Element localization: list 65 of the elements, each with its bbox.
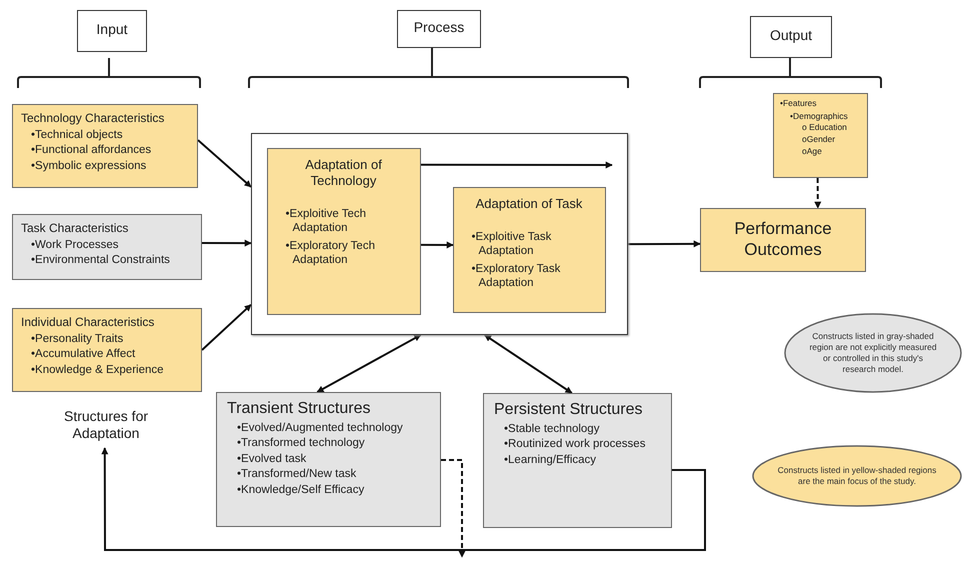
arrow: [484, 334, 572, 394]
bullet-item: oGender: [802, 134, 836, 144]
note-ellipse: [784, 313, 962, 393]
box-heading: Persistent Structures: [494, 400, 644, 420]
arrow: [101, 447, 706, 551]
bullet-item: •Exploitive Tech Adaptation: [286, 207, 368, 236]
arrow: [421, 241, 454, 248]
stage-label-box: [750, 16, 832, 58]
arrow: [316, 334, 422, 393]
bullet-item: •Work Processes: [31, 238, 120, 252]
box-heading: Input: [96, 21, 128, 39]
bullet-item: •Symbolic expressions: [31, 158, 148, 174]
arrow: [197, 139, 252, 188]
note-text: Constructs listed in yellow-shaded regions are the main focus of the study.: [776, 464, 938, 488]
bullet-item: •Functional affordances: [31, 143, 152, 158]
arrow: [814, 178, 822, 209]
box-heading: Process: [414, 19, 464, 37]
bullet-item: •Exploitive Task Adaptation: [472, 230, 552, 258]
adaptation-box: [266, 148, 420, 314]
stage-label-box: [397, 10, 481, 48]
box-heading: Technology Characteristics: [21, 111, 166, 126]
bullet-item: •Exploratory Tech Adaptation: [286, 238, 376, 268]
bullet-item: o Education: [802, 122, 848, 133]
bullet-item: •Transformed technology: [237, 436, 366, 451]
box-heading: Task Characteristics: [21, 221, 130, 236]
bullet-item: •Environmental Constraints: [31, 253, 171, 268]
arrow: [202, 240, 252, 247]
bullet-item: •Accumulative Affect: [31, 347, 136, 362]
characteristics-box: [12, 308, 202, 392]
arrow: [421, 162, 613, 168]
bullet-item: •Knowledge & Experience: [31, 362, 165, 378]
bullet-item: •Stable technology: [504, 422, 600, 436]
box-heading: Adaptation of Technology: [304, 156, 383, 189]
note-text: Constructs listed in gray-shaded region are not explicitly measured or controlled in this study's research model.: [808, 330, 938, 376]
moderators-box: [773, 93, 868, 178]
adaptation-box: [452, 186, 606, 312]
characteristics-box: [12, 214, 202, 280]
box-heading: Transient Structures: [227, 399, 372, 419]
process-frame: [251, 133, 628, 335]
outcome-box: [700, 208, 866, 272]
bullet-item: •Evolved task: [237, 452, 308, 466]
box-heading: Individual Characteristics: [21, 315, 156, 330]
bullet-item: •Knowledge/Self Efficacy: [237, 482, 366, 497]
bullet-item: •Evolved/Augmented technology: [237, 421, 404, 436]
arrow: [441, 459, 466, 558]
box-heading: Structures for Adaptation: [62, 408, 150, 442]
structures-box: [483, 393, 672, 528]
bullet-item: •Personality Traits: [31, 332, 124, 346]
box-heading: Performance Outcomes: [733, 218, 833, 260]
structures-box: [216, 392, 441, 527]
arrow: [201, 304, 252, 351]
box-heading: Adaptation of Task: [474, 196, 584, 212]
box-heading: •Features: [780, 98, 818, 109]
bullet-item: •Demographics: [790, 110, 849, 122]
bullet-item: •Exploratory Task Adaptation: [472, 262, 562, 290]
bullet-item: •Routinized work processes: [504, 437, 646, 452]
characteristics-box: [12, 104, 198, 188]
note-ellipse: [752, 445, 962, 507]
bullet-item: oAge: [802, 146, 823, 156]
stage-label-box: [77, 10, 147, 52]
box-heading: Output: [770, 27, 812, 45]
bullet-item: •Learning/Efficacy: [504, 452, 598, 468]
arrow: [628, 240, 701, 248]
bullet-item: •Technical objects: [31, 128, 124, 142]
bullet-item: •Transformed/New task: [237, 467, 358, 482]
